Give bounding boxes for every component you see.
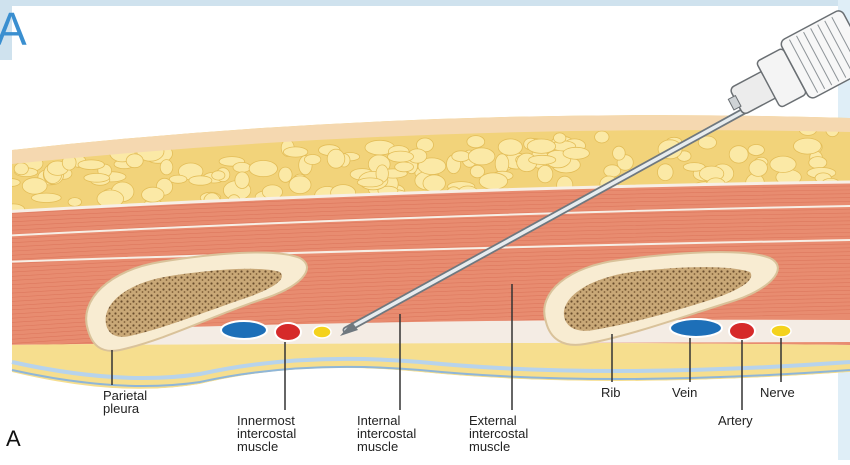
fat-lobule: [289, 176, 311, 194]
fat-lobule: [189, 176, 212, 185]
fat-lobule: [495, 154, 509, 174]
fat-lobule: [613, 146, 626, 160]
fat-lobule: [142, 187, 164, 202]
fat-lobule: [327, 149, 345, 168]
fat-lobule: [31, 193, 61, 202]
fat-lobule: [529, 155, 556, 164]
fat-lobule: [595, 131, 609, 143]
fat-lobule: [22, 178, 47, 194]
label-internal-intercostal: Internal intercostal muscle: [357, 414, 416, 453]
fat-lobule: [14, 163, 28, 175]
extrapleural-fat: [0, 343, 850, 389]
fat-lobule: [794, 138, 822, 154]
fat-lobule: [479, 173, 507, 190]
fat-lobule: [498, 139, 522, 155]
fat-lobule: [233, 162, 251, 172]
label-line: pleura: [103, 402, 147, 415]
fat-lobule: [809, 157, 827, 169]
label-line: muscle: [357, 440, 416, 453]
fat-lobule: [554, 133, 566, 143]
frame-top: [0, 0, 850, 6]
fat-lobule: [283, 147, 307, 157]
nerve-right: [771, 325, 791, 337]
vein-right: [670, 319, 722, 337]
fat-lobule: [770, 156, 796, 172]
nerve-left: [313, 326, 331, 338]
fat-lobule: [388, 151, 414, 162]
fat-lobule: [357, 178, 383, 187]
artery-left: [275, 323, 301, 341]
fat-lobule: [212, 171, 225, 180]
fat-lobule: [84, 173, 110, 182]
vein-left: [221, 321, 267, 339]
label-parietal-pleura: Parietal pleura: [103, 389, 147, 415]
fat-lobule: [304, 155, 320, 165]
fat-lobule: [452, 151, 470, 162]
label-line: muscle: [237, 440, 296, 453]
fat-lobule: [0, 179, 20, 187]
label-innermost-intercostal: Innermost intercostal muscle: [237, 414, 296, 453]
fat-lobule: [468, 148, 495, 165]
fat-lobule: [126, 154, 143, 168]
fat-lobule: [249, 161, 277, 177]
label-artery: Artery: [718, 414, 753, 427]
panel-letter: A: [6, 428, 21, 450]
label-nerve: Nerve: [760, 386, 795, 399]
label-rib: Rib: [601, 386, 621, 399]
fat-lobule: [748, 145, 764, 156]
artery-right: [729, 322, 755, 340]
fat-lobule: [658, 164, 674, 181]
fat-lobule: [563, 147, 589, 159]
fat-lobule: [729, 146, 748, 163]
fat-lobule: [395, 162, 414, 172]
label-vein: Vein: [672, 386, 697, 399]
fat-lobule: [68, 198, 81, 207]
label-line: muscle: [469, 440, 528, 453]
fat-lobule: [527, 139, 555, 153]
fat-lobule: [537, 165, 552, 182]
fat-lobule: [423, 175, 445, 192]
panel-corner-mark: A: [0, 6, 27, 52]
fat-lobule: [279, 167, 292, 182]
fat-lobule: [160, 160, 173, 175]
fat-lobule: [169, 175, 187, 183]
fat-lobule: [235, 172, 249, 189]
fat-lobule: [467, 136, 485, 148]
fat-lobule: [749, 160, 767, 177]
label-external-intercostal: External intercostal muscle: [469, 414, 528, 453]
fat-lobule: [78, 160, 104, 170]
